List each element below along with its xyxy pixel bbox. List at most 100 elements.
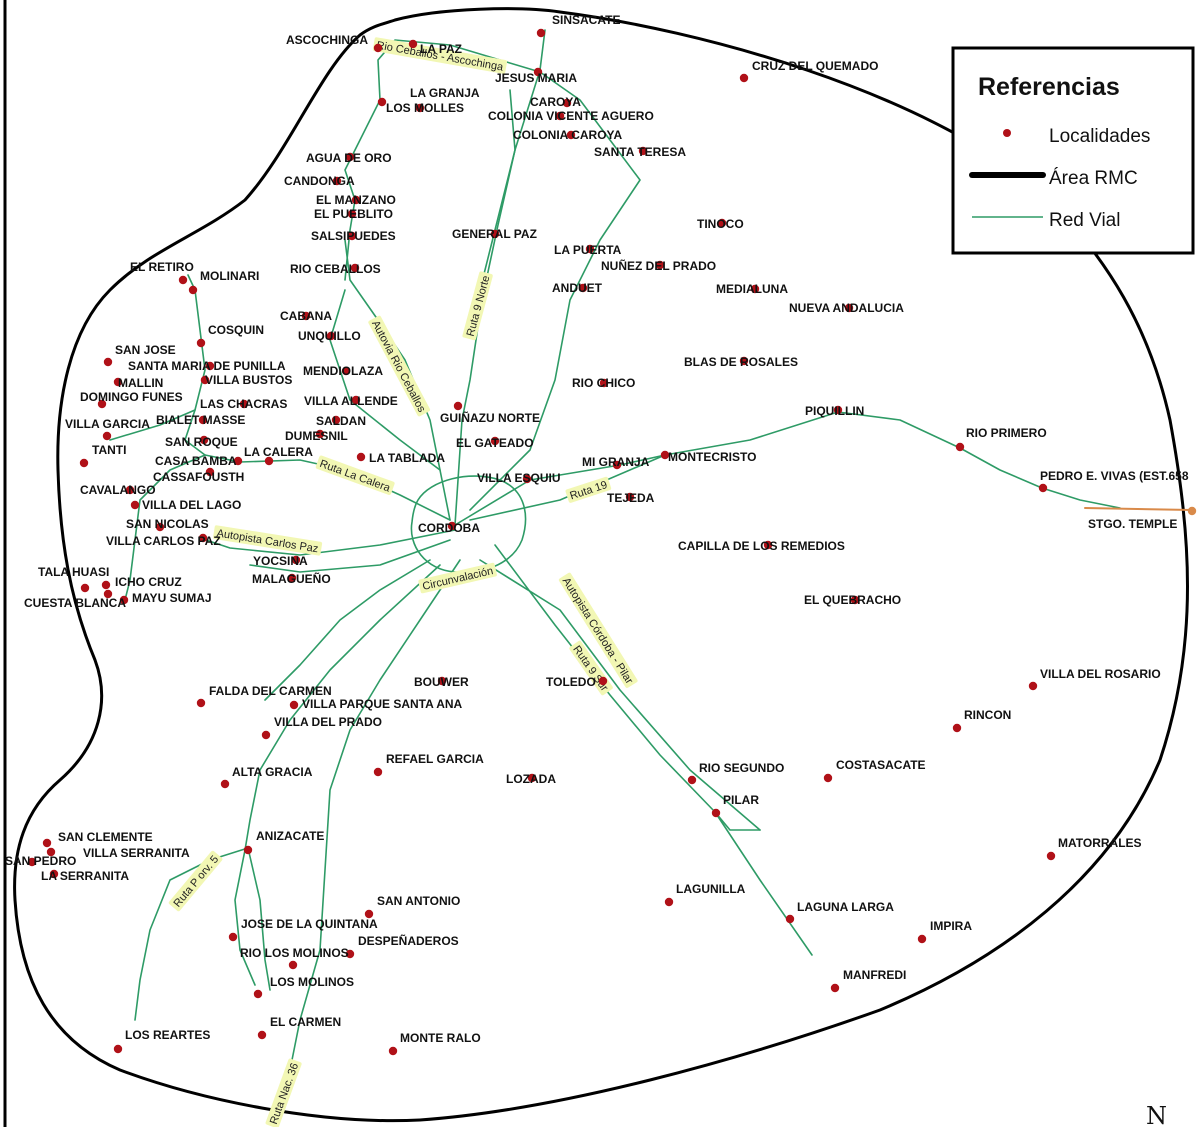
locality-label: VILLA DEL PRADO: [274, 715, 382, 729]
locality-anizacate: ANIZACATE: [243, 829, 324, 855]
locality-label: CAVALANGO: [80, 483, 156, 497]
road-label-background: [368, 315, 431, 417]
locality-label: RINCON: [964, 708, 1011, 722]
road-network: [109, 29, 1193, 1121]
locality-dot: [687, 775, 697, 785]
locality-molinari: MOLINARI: [188, 269, 259, 295]
locality-label: MALAGUEÑO: [252, 571, 331, 586]
locality-dot: [408, 39, 418, 49]
locality-dot: [49, 869, 59, 879]
locality-dot: [125, 485, 135, 495]
road-label-text: Circunvalación: [421, 565, 494, 593]
locality-caroya: CAROYA: [530, 95, 581, 109]
locality-label: LOS MOLLES: [386, 101, 464, 115]
locality-label: LAS CHACRAS: [200, 397, 287, 411]
road-falda: [264, 559, 431, 701]
locality-dot: [27, 857, 37, 867]
locality-label: PILAR: [723, 793, 759, 807]
locality-stgo-temple: STGO. TEMPLE: [1088, 506, 1197, 531]
locality-la-puerta: LA PUERTA: [554, 243, 622, 257]
locality-san-pedro: SAN PEDRO: [5, 854, 76, 868]
locality-dot: [527, 773, 537, 783]
locality-la-serranita: LA SERRANITA: [41, 869, 129, 883]
locality-label: STGO. TEMPLE: [1088, 517, 1177, 531]
locality-piquillin: PIQUILLIN: [805, 404, 864, 418]
locality-dot: [196, 338, 206, 348]
locality-dot: [42, 838, 52, 848]
locality-dot: [199, 435, 209, 445]
locality-dot: [345, 152, 355, 162]
locality-refael-garcia: REFAEL GARCIA: [373, 752, 484, 777]
locality-candonga: CANDONGA: [284, 174, 355, 188]
locality-dot: [101, 580, 111, 590]
road-label-background: [168, 850, 223, 912]
locality-rio-chico: RIO CHICO: [572, 376, 635, 390]
locality-label: MENDIOLAZA: [303, 364, 383, 378]
locality-la-granja: LA GRANJA: [377, 86, 480, 107]
locality-label: DUMESNIL: [285, 429, 348, 443]
road-label-circunvalacion: Circunvalación: [418, 562, 497, 594]
locality-label: CASA BAMBA: [155, 454, 237, 468]
locality-dot: [664, 897, 674, 907]
locality-medialuna: MEDIALUNA: [716, 282, 788, 296]
locality-yocsina: YOCSINA: [253, 554, 308, 568]
locality-dot: [1038, 483, 1048, 493]
locality-label: CASSAFOUSTH: [153, 470, 244, 484]
locality-dot: [522, 474, 532, 484]
locality-despenaderos: DESPEÑADEROS: [345, 933, 459, 959]
locality-label: LOZADA: [506, 772, 556, 786]
locality-label: VILLA SERRANITA: [83, 846, 190, 860]
locality-label: CUESTA BLANCA: [24, 596, 126, 610]
locality-label: VILLA GARCIA: [65, 417, 150, 431]
locality-dot: [205, 467, 215, 477]
locality-la-paz: LA PAZ: [408, 39, 462, 56]
road-label-background: [213, 525, 323, 556]
locality-colonia-vicente-aguero: COLONIA VICENTE AGUERO: [488, 109, 654, 123]
road-ruta-nac-36: [279, 559, 461, 1121]
locality-dot: [188, 285, 198, 295]
locality-cosquin: COSQUIN: [196, 323, 264, 348]
locality-dot: [1187, 506, 1197, 516]
locality-dot: [373, 767, 383, 777]
locality-saldan: SALDAN: [316, 414, 366, 428]
locality-dot: [119, 595, 129, 605]
locality-label: BOUWER: [414, 675, 469, 689]
locality-dot: [347, 209, 357, 219]
locality-cabana: CABANA: [280, 309, 332, 323]
locality-san-roque: SAN ROQUE: [165, 435, 238, 449]
locality-label: LA CALERA: [244, 445, 313, 459]
locality-label: NUÑEZ DEL PRADO: [601, 258, 716, 273]
locality-mayu-sumaj: MAYU SUMAJ: [103, 589, 212, 605]
locality-label: LOS REARTES: [125, 1028, 210, 1042]
road-ruta-9-norte: [454, 29, 546, 526]
locality-malagueno: MALAGUEÑO: [252, 571, 331, 586]
locality-dot: [850, 595, 860, 605]
locality-label: SAN PEDRO: [5, 854, 76, 868]
locality-label: TEJEDA: [607, 491, 655, 505]
locality-label: COLONIA VICENTE AGUERO: [488, 109, 654, 123]
locality-dot: [1028, 681, 1038, 691]
locality-dot: [351, 395, 361, 405]
locality-dot: [785, 914, 795, 924]
locality-label: JESUS MARIA: [495, 71, 577, 85]
locality-label: CRUZ DEL QUEMADO: [752, 59, 878, 73]
locality-dot: [46, 847, 56, 857]
locality-label: VILLA ESQUIU: [477, 471, 561, 485]
road-label-ruta-nac-36: Ruta Nac. 36: [265, 1058, 302, 1127]
locality-tala-huasi: TALA HUASI: [38, 565, 109, 593]
locality-rio-ceballos: RIO CEBALLOS: [290, 262, 381, 276]
locality-cordoba: CORDOBA: [418, 521, 480, 535]
road-label-background: [265, 1058, 302, 1127]
locality-dot: [536, 28, 546, 38]
legend-title: Referencias: [978, 73, 1120, 101]
locality-colonia-caroya: COLONIA CAROYA: [513, 128, 622, 142]
locality-label: CAPILLA DE LOS REMEDIOS: [678, 539, 845, 553]
locality-label: SAN NICOLAS: [126, 517, 209, 531]
locality-label: YOCSINA: [253, 554, 308, 568]
locality-dot: [155, 522, 165, 532]
locality-dot: [350, 263, 360, 273]
locality-dot: [555, 111, 565, 121]
locality-el-gateado: EL GATEADO: [456, 436, 534, 450]
locality-las-chacras: LAS CHACRAS: [200, 397, 287, 411]
locality-cuesta-blanca: CUESTA BLANCA: [24, 595, 129, 610]
